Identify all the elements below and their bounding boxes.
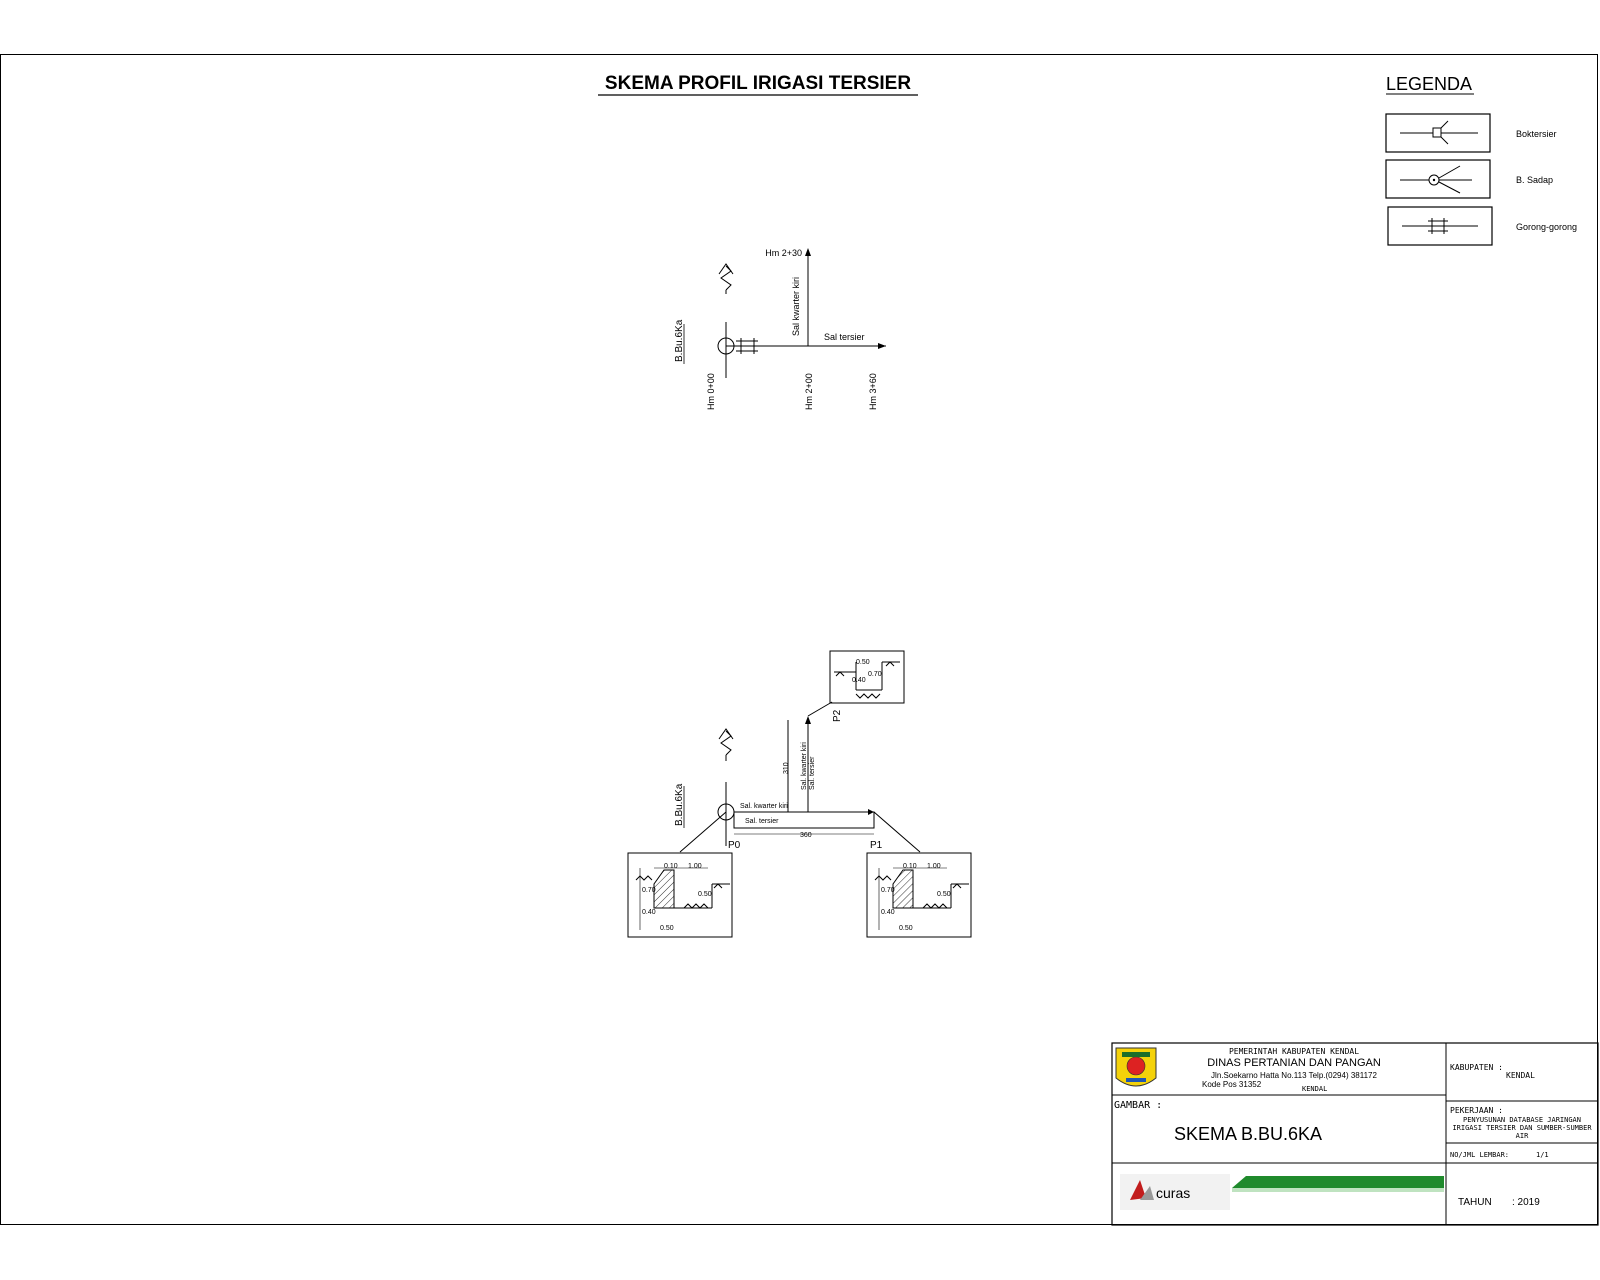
dim-label: 1.00 [688,863,702,870]
culvert-symbol-icon [1387,206,1493,246]
box-tersier-symbol-icon [1385,113,1491,153]
drawing-frame [0,54,1598,1225]
dim-label: 0.10 [664,863,678,870]
legend-label: B. Sadap [1516,175,1553,185]
address-line: Kode Pos 31352 [1202,1080,1262,1089]
gov-name: PEMERINTAH KABUPATEN KENDAL [1229,1047,1359,1056]
dim-label: 0.50 [660,925,674,932]
dim-label: 0.40 [642,909,656,916]
cross-section-p0: 0.10 1.00 0.70 0.40 0.50 0.50 [627,852,733,938]
pekerjaan-value: IRIGASI TERSIER DAN SUMBER-SUMBER [1452,1124,1592,1132]
gambar-label: GAMBAR : [1114,1100,1162,1111]
svg-text:Sal. kwarter kiri: Sal. kwarter kiri [740,803,788,810]
consultant-logo: curas [1120,1174,1444,1210]
station-label: Hm 0+00 [706,373,716,410]
tahun-label: TAHUN [1458,1197,1492,1208]
dim-label: 0.70 [868,671,882,678]
legend-title: LEGENDA [1386,74,1472,94]
point-label-p1: P1 [870,840,883,851]
legend-item-sadap: B. Sadap [1385,159,1553,199]
sal-kwarter-label: Sal kwarter kiri [791,277,801,336]
legend-item-gorong: Gorong-gorong [1387,206,1577,246]
dim-label: 1.00 [927,863,941,870]
point-label-p0: P0 [728,840,741,851]
dim-label: 0.50 [937,891,951,898]
city-label: KENDAL [1302,1085,1327,1093]
length-vertical: 310 [783,762,790,774]
dim-label: 0.40 [881,909,895,916]
point-label-p2: P2 [832,709,843,722]
title-block: PEMERINTAH KABUPATEN KENDAL DINAS PERTAN… [1111,1042,1599,1226]
legend-item-boktersier: Boktersier [1385,113,1557,153]
kendal-emblem-icon [1115,1047,1157,1087]
north-arrow-icon [718,263,734,294]
kabupaten-label: KABUPATEN : [1450,1063,1503,1072]
legend-label: Gorong-gorong [1516,222,1577,232]
pekerjaan-label: PEKERJAAN : [1450,1106,1503,1115]
tahun-value: : 2019 [1512,1197,1540,1208]
gambar-value: SKEMA B.BU.6KA [1174,1124,1322,1144]
station-label: Hm 3+60 [868,373,878,410]
bangunan-sadap-symbol-icon [1385,159,1491,199]
address-line: Jln.Soekarno Hatta No.113 Telp.(0294) 38… [1211,1071,1377,1080]
schema-network: Hm 2+30 Sal tersier Sal kwarter kiri B.B… [674,248,886,410]
north-arrow-icon [718,728,734,761]
dim-label: 0.70 [881,887,895,894]
svg-text:Sal. tersier: Sal. tersier [745,818,779,825]
cross-section-p2: 0.50 0.40 0.70 [829,650,905,704]
lembar-label: NO/JML LEMBAR: [1450,1151,1509,1159]
lembar-value: 1/1 [1536,1151,1549,1159]
station-label: Hm 2+00 [804,373,814,410]
dim-label: 0.10 [903,863,917,870]
hm-top-label: Hm 2+30 [765,248,802,258]
profile-network: B.Bu.6Ka Sal. kwarter kiri Sal. tersier … [627,650,972,938]
bangunan-label: B.Bu.6Ka [674,319,685,362]
legend-label: Boktersier [1516,129,1557,139]
svg-text:Sal. tersier: Sal. tersier [809,756,816,790]
dim-label: 0.40 [852,677,866,684]
pekerjaan-value: PENYUSUNAN DATABASE JARINGAN [1463,1116,1581,1124]
dim-label: 0.50 [856,659,870,666]
dim-label: 0.50 [899,925,913,932]
drawing-title: SKEMA PROFIL IRIGASI TERSIER [605,73,911,94]
cross-section-p1: 0.10 1.00 0.70 0.40 0.50 0.50 [866,852,972,938]
dim-label: 0.70 [642,887,656,894]
bangunan-label: B.Bu.6Ka [674,783,685,826]
sal-tersier-label: Sal tersier [824,332,865,342]
kabupaten-value: KENDAL [1506,1071,1535,1080]
pekerjaan-value: AIR [1516,1132,1529,1140]
agency-name: DINAS PERTANIAN DAN PANGAN [1207,1057,1381,1069]
svg-text:Sal. kwarter kiri: Sal. kwarter kiri [801,742,808,790]
length-horizontal: 360 [800,832,812,839]
consultant-name: curas [1156,1185,1190,1201]
dim-label: 0.50 [698,891,712,898]
